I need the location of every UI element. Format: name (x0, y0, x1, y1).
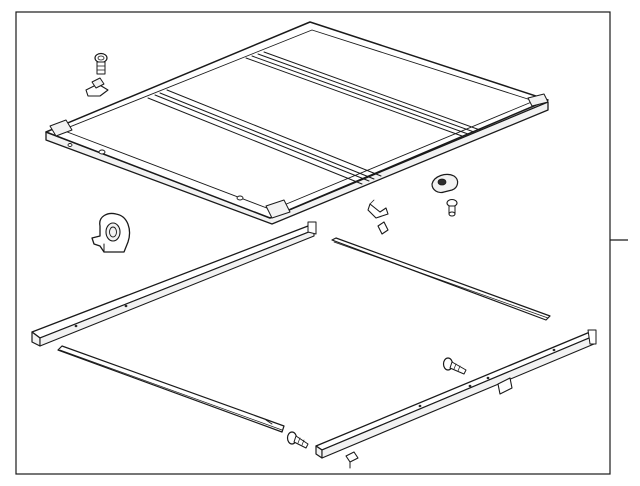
small-clip (377, 221, 389, 235)
latch-handle (91, 212, 131, 253)
bracket-center (367, 199, 389, 219)
bolt-center (442, 357, 467, 375)
panel-seam-2 (245, 51, 481, 137)
bolt-right (446, 198, 458, 217)
bolt-bottom (286, 431, 309, 449)
rail-end-cap (497, 377, 513, 395)
panel-seam-1 (147, 89, 382, 185)
clip-top-left (85, 77, 109, 97)
right-side-rail (315, 329, 597, 459)
tonneau-cover-panel (45, 21, 549, 225)
clip-bottom (345, 451, 359, 469)
knob-right (431, 173, 459, 194)
right-seal-strip (331, 237, 551, 321)
left-seal-strip (57, 345, 285, 433)
diagram-frame (15, 11, 611, 475)
left-side-rail (31, 221, 317, 347)
bolt-top-left (94, 52, 108, 75)
